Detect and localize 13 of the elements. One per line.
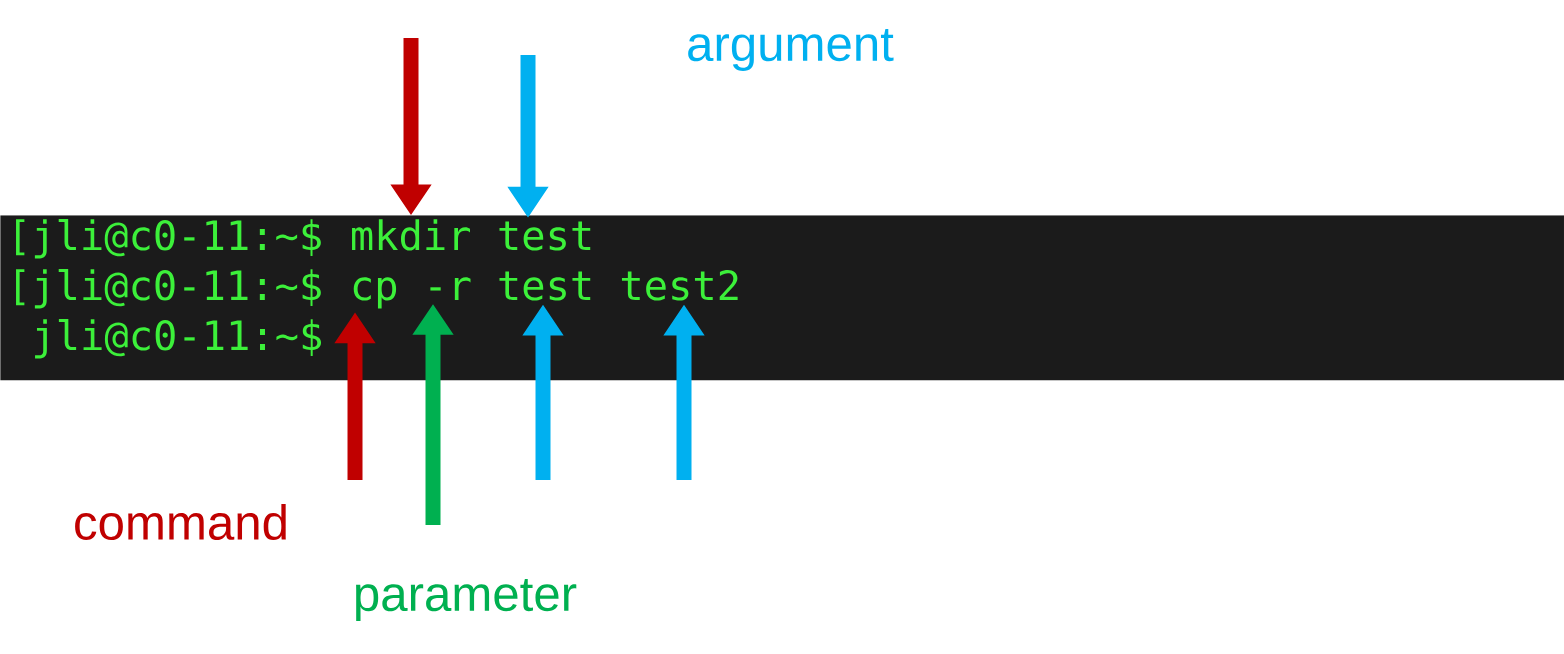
command-text: cp <box>353 277 397 309</box>
command-text: mkdir <box>352 219 470 251</box>
command-text: -r <box>430 277 471 300</box>
callout-label: argument <box>688 29 894 71</box>
callout-label: command <box>75 503 286 541</box>
prompt-text: jli@c0-11:~$ <box>35 319 321 359</box>
prompt-text: [jli@c0-11:~$ <box>16 269 321 309</box>
command-text: test2 <box>621 270 738 301</box>
prompt-text: [jli@c0-11:~$ <box>16 219 321 259</box>
command-text: test <box>499 221 591 251</box>
terminal-window <box>0 215 1564 381</box>
command-text: test <box>499 271 591 301</box>
callout-label: parameter <box>356 579 577 621</box>
